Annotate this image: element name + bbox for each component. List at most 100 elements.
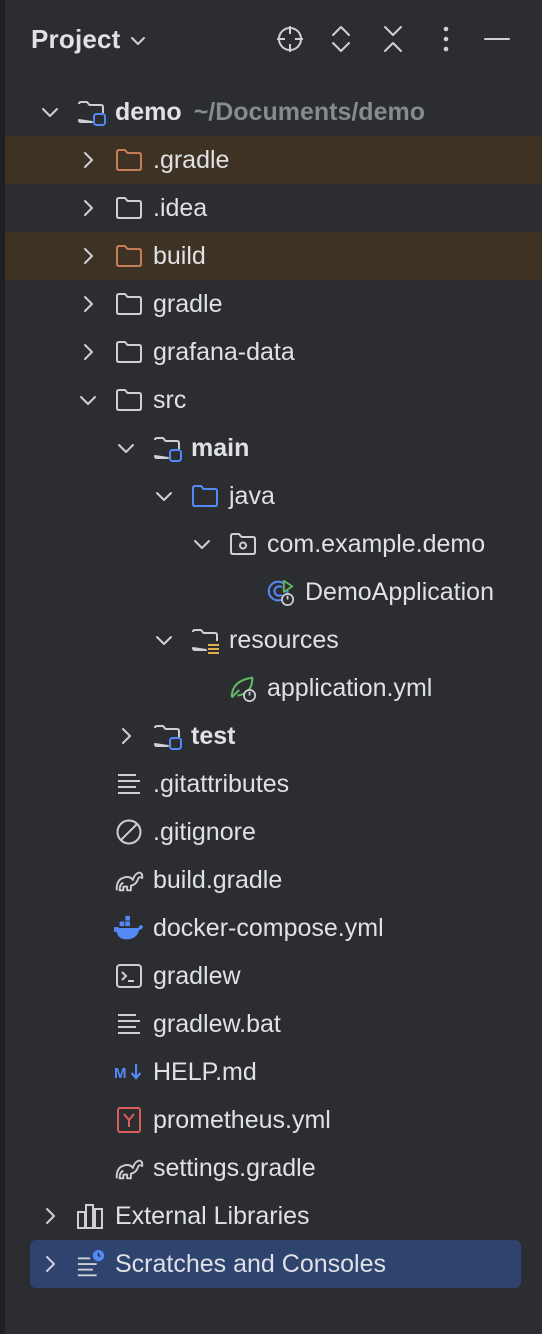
tree-node-build-gradle[interactable]: build.gradle: [5, 856, 542, 904]
tree-node-external-libraries[interactable]: External Libraries: [5, 1192, 542, 1240]
node-name: src: [153, 386, 187, 414]
node-name: application.yml: [267, 674, 433, 702]
tree-node-application-yml[interactable]: application.yml: [5, 664, 542, 712]
node-name: .idea: [153, 194, 208, 222]
tree-node-main[interactable]: main: [5, 424, 542, 472]
options-button[interactable]: [428, 20, 464, 58]
docker-icon: [114, 913, 144, 943]
node-name: test: [191, 722, 236, 750]
tree-node-label: docker-compose.yml: [153, 904, 384, 952]
minimize-icon: [482, 24, 512, 54]
tree-node-idea[interactable]: .idea: [5, 184, 542, 232]
tree-node-help-md[interactable]: M HELP.md: [5, 1048, 542, 1096]
hide-panel-button[interactable]: [479, 20, 515, 58]
tree-node-build[interactable]: build: [5, 232, 542, 280]
expand-all-button[interactable]: [323, 20, 359, 58]
node-name: main: [191, 434, 250, 462]
library-icon: [76, 1201, 106, 1231]
tree-node-label: External Libraries: [115, 1192, 310, 1240]
tree-node-com-example-demo[interactable]: com.example.demo: [5, 520, 542, 568]
collapse-all-icon: [379, 23, 407, 55]
tree-node-test[interactable]: test: [5, 712, 542, 760]
chevron-right-icon[interactable]: [76, 340, 100, 364]
tree-node-scratches-and-consoles[interactable]: Scratches and Consoles: [30, 1240, 521, 1288]
chevron-down-icon[interactable]: [190, 532, 214, 556]
tree-node-label: application.yml: [267, 664, 432, 712]
tree-node-gradle[interactable]: .gradle: [5, 136, 542, 184]
node-name: com.example.demo: [267, 530, 486, 558]
chevron-right-icon[interactable]: [76, 244, 100, 268]
folder-icon: [114, 385, 144, 415]
tree-node-label: demo~/Documents/demo: [115, 88, 425, 136]
node-name: prometheus.yml: [153, 1106, 331, 1134]
tree-node-label: DemoApplication: [305, 568, 494, 616]
tree-node-demo[interactable]: demo~/Documents/demo: [5, 88, 542, 136]
tree-node-label: java: [229, 472, 275, 520]
resources-folder-icon: [190, 625, 220, 655]
chevron-down-icon[interactable]: [38, 100, 62, 124]
node-name: grafana-data: [153, 338, 295, 366]
crosshair-icon: [275, 24, 305, 54]
chevron-down-icon[interactable]: [152, 628, 176, 652]
tree-node-docker-compose-yml[interactable]: docker-compose.yml: [5, 904, 542, 952]
node-name: External Libraries: [115, 1202, 310, 1230]
node-path: ~/Documents/demo: [193, 98, 425, 126]
text-file-icon: [114, 1009, 144, 1039]
tree-node-label: HELP.md: [153, 1048, 257, 1096]
chevron-right-icon[interactable]: [76, 292, 100, 316]
tree-node-gradle[interactable]: gradle: [5, 280, 542, 328]
tree-node-prometheus-yml[interactable]: prometheus.yml: [5, 1096, 542, 1144]
tree-node-label: main: [191, 424, 249, 472]
tree-node-label: settings.gradle: [153, 1144, 316, 1192]
tree-node-resources[interactable]: resources: [5, 616, 542, 664]
tree-node-label: Scratches and Consoles: [115, 1240, 386, 1288]
node-name: .gitattributes: [153, 770, 290, 798]
collapse-all-button[interactable]: [375, 20, 411, 58]
chevron-right-icon[interactable]: [76, 196, 100, 220]
tree-node-label: .gradle: [153, 136, 229, 184]
tree-node-label: prometheus.yml: [153, 1096, 331, 1144]
tree-node-label: gradle: [153, 280, 223, 328]
chevron-down-icon[interactable]: [76, 388, 100, 412]
tree-node-gradlew[interactable]: gradlew: [5, 952, 542, 1000]
chevron-right-icon[interactable]: [76, 148, 100, 172]
tree-node-gitignore[interactable]: .gitignore: [5, 808, 542, 856]
excluded-folder-icon: [114, 241, 144, 271]
tree-node-demoapplication[interactable]: DemoApplication: [5, 568, 542, 616]
scratches-icon: [76, 1249, 106, 1279]
yaml-icon: [114, 1105, 144, 1135]
more-vertical-icon: [441, 24, 451, 54]
chevron-right-icon[interactable]: [114, 724, 138, 748]
node-name: resources: [229, 626, 339, 654]
select-opened-file-button[interactable]: [272, 20, 308, 58]
node-name: Scratches and Consoles: [115, 1250, 386, 1278]
tree-node-grafana-data[interactable]: grafana-data: [5, 328, 542, 376]
project-view-selector[interactable]: Project: [31, 20, 147, 58]
module-folder-icon: [76, 97, 106, 127]
tree-node-settings-gradle[interactable]: settings.gradle: [5, 1144, 542, 1192]
tree-node-java[interactable]: java: [5, 472, 542, 520]
node-name: settings.gradle: [153, 1154, 316, 1182]
node-name: gradlew: [153, 962, 241, 990]
tree-node-gitattributes[interactable]: .gitattributes: [5, 760, 542, 808]
node-name: gradlew.bat: [153, 1010, 281, 1038]
chevron-down-icon: [129, 32, 147, 50]
node-name: .gradle: [153, 146, 230, 174]
chevron-down-icon[interactable]: [152, 484, 176, 508]
tree-node-label: test: [191, 712, 235, 760]
node-name: DemoApplication: [305, 578, 494, 606]
chevron-down-icon[interactable]: [114, 436, 138, 460]
tree-node-label: gradlew: [153, 952, 241, 1000]
tree-node-label: grafana-data: [153, 328, 295, 376]
tree-node-gradlew-bat[interactable]: gradlew.bat: [5, 1000, 542, 1048]
tree-node-src[interactable]: src: [5, 376, 542, 424]
tree-node-label: .gitattributes: [153, 760, 289, 808]
node-name: build: [153, 242, 206, 270]
chevron-right-icon[interactable]: [38, 1204, 62, 1228]
tree-node-label: .gitignore: [153, 808, 256, 856]
node-name: gradle: [153, 290, 223, 318]
svg-text:M: M: [114, 1065, 127, 1082]
node-name: .gitignore: [153, 818, 256, 846]
tree-node-label: resources: [229, 616, 339, 664]
chevron-right-icon[interactable]: [38, 1252, 62, 1276]
